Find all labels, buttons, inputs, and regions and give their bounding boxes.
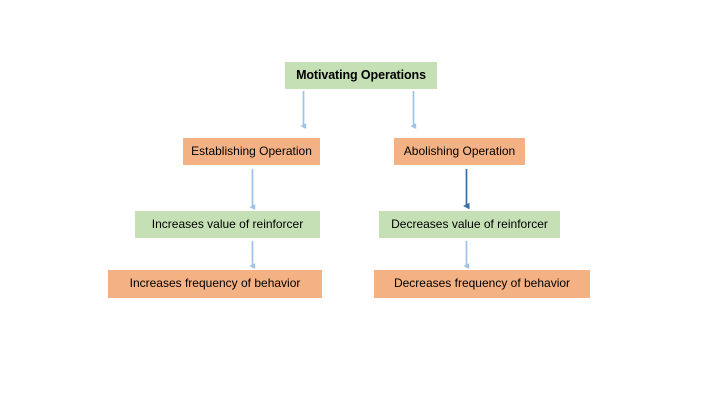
- node-increases-value-of-reinforcer: Increases value of reinforcer: [135, 211, 320, 238]
- node-decreases-value-of-reinforcer: Decreases value of reinforcer: [379, 211, 560, 238]
- node-increases-frequency-of-behavior: Increases frequency of behavior: [108, 270, 322, 298]
- node-abolishing-operation: Abolishing Operation: [394, 138, 525, 165]
- node-decreases-frequency-of-behavior: Decreases frequency of behavior: [374, 270, 590, 298]
- node-motivating-operations: Motivating Operations: [285, 62, 437, 89]
- node-establishing-operation: Establishing Operation: [183, 138, 320, 165]
